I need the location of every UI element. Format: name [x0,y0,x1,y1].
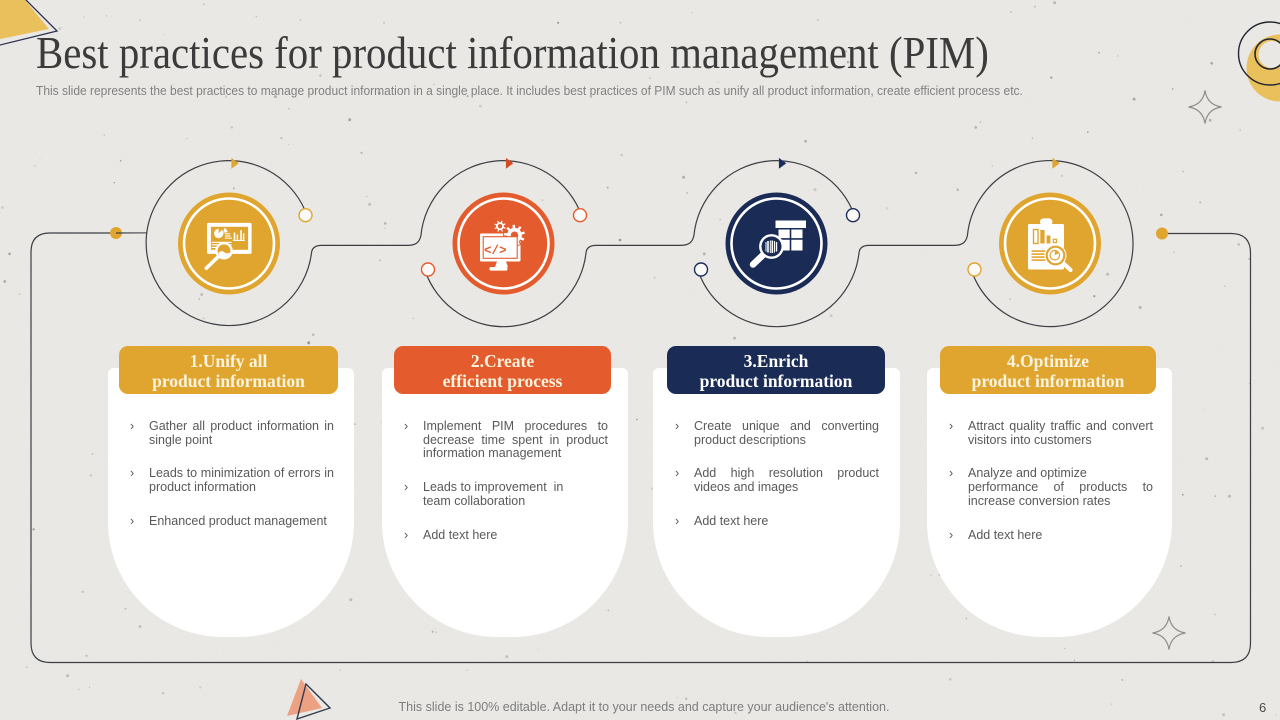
svg-text:</>: </> [484,244,507,258]
